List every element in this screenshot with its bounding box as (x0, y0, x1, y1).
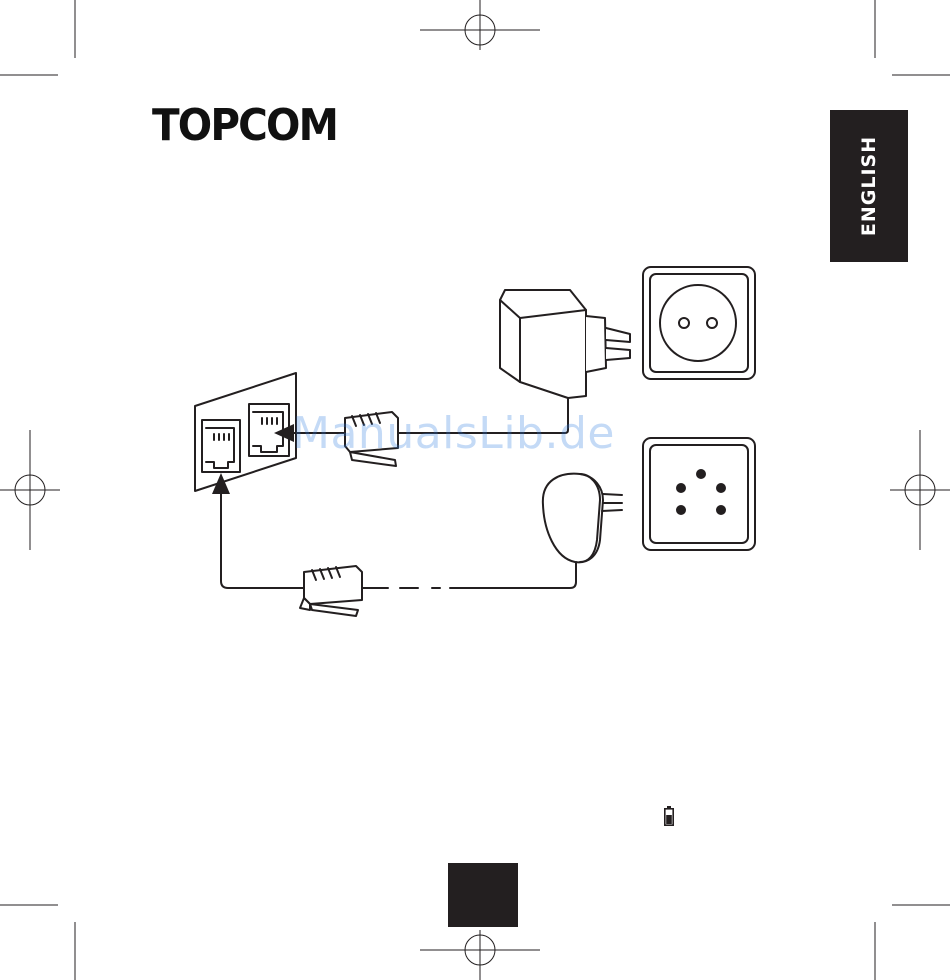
phone-wall-socket-icon (643, 438, 755, 550)
page-number-box (448, 863, 518, 927)
battery-icon (664, 806, 674, 826)
phone-plug-icon (543, 474, 622, 563)
power-adapter-icon (500, 290, 630, 398)
rj11-plug-bottom-icon (300, 566, 362, 616)
power-socket-icon (643, 267, 755, 379)
watermark-text: ManualsLib.de (292, 408, 615, 459)
